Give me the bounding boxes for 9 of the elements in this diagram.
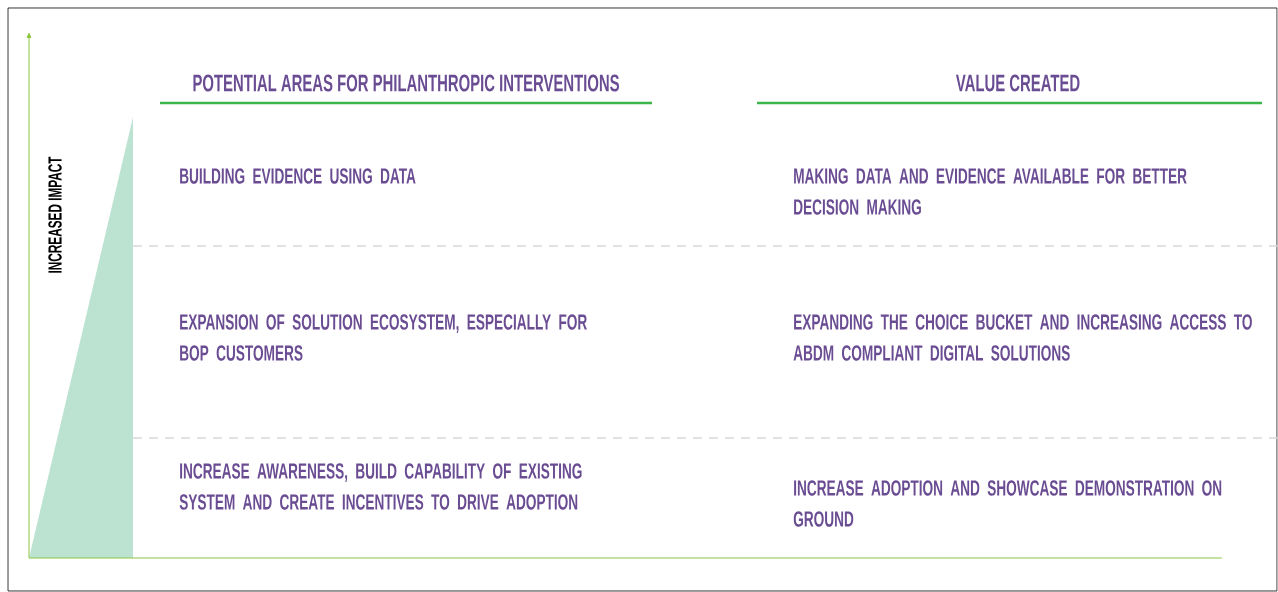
row-text: INCREASE AWARENESS, BUILD CAPABILITY OF EXISTING SYSTEM AND CREATE INCENTIVES TO DRIVE ADOPTION xyxy=(179,463,582,510)
column-heading: VALUE CREATED xyxy=(955,74,1080,92)
row-text: INCREASE ADOPTION AND SHOWCASE DEMONSTRATION ON GROUND xyxy=(793,480,1222,527)
row-text: BUILDING EVIDENCE USING DATA xyxy=(180,168,416,184)
axis-label: INCREASED IMPACT xyxy=(48,156,62,273)
row-text: MAKING DATA AND EVIDENCE AVAILABLE FOR BETTER DECISION MAKING xyxy=(794,168,1187,215)
row-text: EXPANSION OF SOLUTION ECOSYSTEM, ESPECIALLY FOR BOP CUSTOMERS xyxy=(180,314,587,361)
column-heading: POTENTIAL AREAS FOR PHILANTHROPIC INTERVENTIONS xyxy=(193,74,619,92)
row-text: EXPANDING THE CHOICE BUCKET AND INCREASING ACCESS TO ABDM COMPLIANT DIGITAL SOLUTIONS xyxy=(793,314,1252,361)
